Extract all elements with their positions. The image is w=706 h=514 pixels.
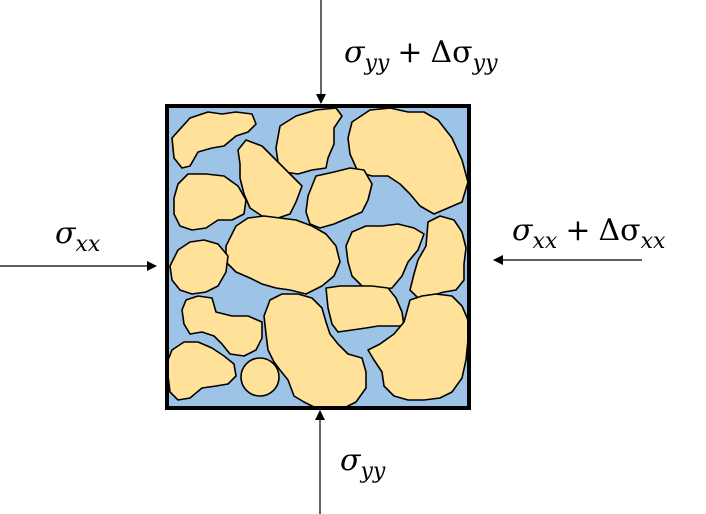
grain — [237, 139, 303, 219]
grain — [409, 215, 467, 299]
grain — [305, 167, 373, 229]
grain — [263, 293, 367, 409]
grain — [240, 357, 280, 397]
grains-group — [167, 107, 469, 409]
grain — [169, 239, 229, 295]
sample-boundary — [165, 104, 471, 410]
grain — [173, 173, 247, 231]
top-stress-label: σyy+Δσyy — [344, 35, 498, 76]
grain — [367, 293, 469, 401]
grain — [345, 223, 425, 291]
grain — [181, 295, 263, 357]
right-stress-label: σxx+Δσxx — [512, 213, 666, 254]
grain — [225, 215, 341, 295]
grain — [325, 285, 405, 333]
grain — [171, 111, 257, 169]
bottom-stress-label: σyy — [340, 443, 386, 484]
left-stress-label: σxx — [55, 216, 101, 257]
